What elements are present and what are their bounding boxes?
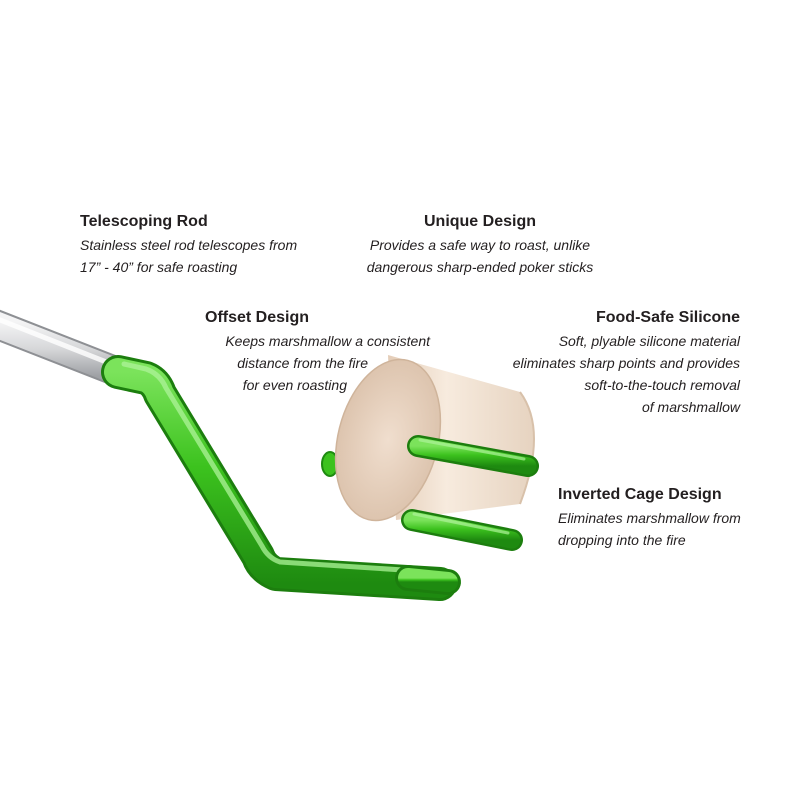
feature-description: Eliminates marshmallow from dropping int… <box>558 510 741 548</box>
feature-description: Stainless steel rod telescopes from 17” … <box>80 237 298 275</box>
feature-title: Food-Safe Silicone <box>595 309 740 326</box>
feature-telescoping-rod: Telescoping Rod Stainless steel rod tele… <box>80 211 297 278</box>
feature-description: Keeps marshmallow a consistent distance … <box>225 333 430 393</box>
feature-food-safe-silicone: Food-Safe Silicone Soft, plyable silicon… <box>460 307 740 418</box>
feature-description: Provides a safe way to roast, unlike dan… <box>366 237 594 275</box>
cage-prongs-front <box>395 435 539 595</box>
feature-inverted-cage: Inverted Cage Design Eliminates marshmal… <box>558 484 741 551</box>
feature-title: Unique Design <box>423 213 536 230</box>
feature-title: Telescoping Rod <box>80 213 208 230</box>
feature-title: Offset Design <box>205 309 310 326</box>
feature-offset-design: Offset Design Keeps marshmallow a consis… <box>198 307 430 396</box>
feature-description: Soft, plyable silicone material eliminat… <box>512 333 740 415</box>
feature-title: Inverted Cage Design <box>558 486 722 503</box>
marshmallow <box>334 355 535 522</box>
feature-unique-design: Unique Design Provides a safe way to roa… <box>340 211 620 278</box>
silicone-offset-arm <box>101 355 457 601</box>
